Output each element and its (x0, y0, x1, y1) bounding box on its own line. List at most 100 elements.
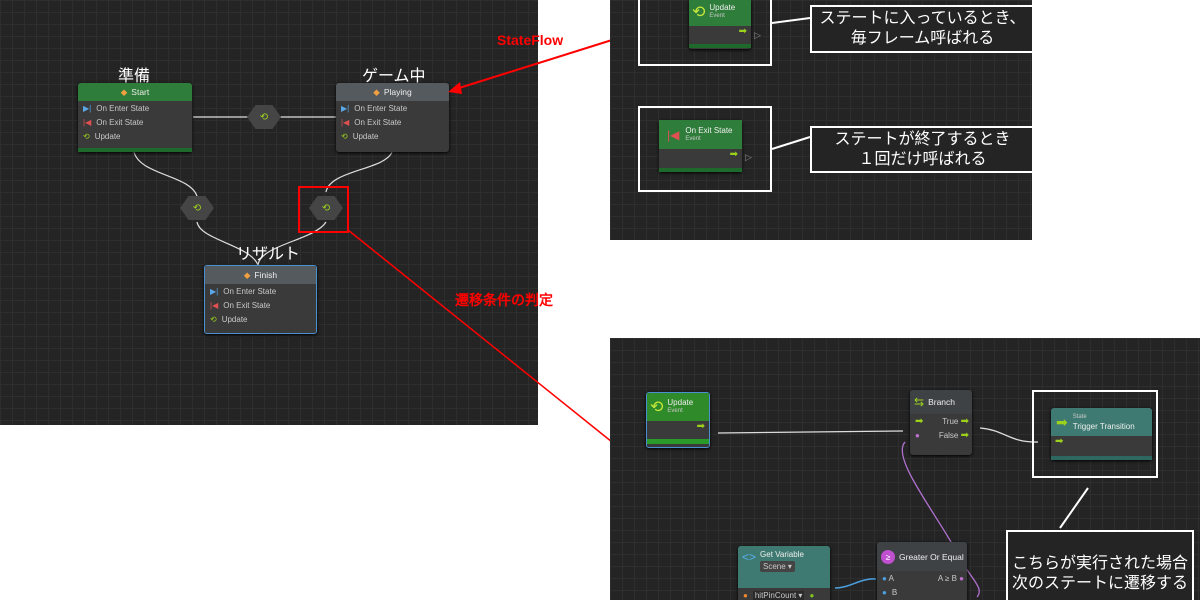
condition-port[interactable]: ● (915, 430, 920, 440)
row-label: Update (94, 131, 121, 141)
variable-name: hitPinCount (754, 590, 797, 600)
node-title: Start (131, 87, 150, 97)
row-label: On Exit State (223, 300, 271, 310)
value-port[interactable]: ● (809, 590, 815, 600)
update-icon: ⟲ (192, 202, 202, 214)
node-title: Playing (383, 87, 412, 97)
enter-icon: ▶| (83, 103, 92, 113)
a-port[interactable]: ● (882, 573, 887, 583)
state-title-start: 準備 (118, 68, 151, 85)
update-icon: ⟲ (321, 202, 331, 214)
flow-in-port[interactable]: ➡ (915, 415, 924, 427)
stateflow-label: StateFlow (497, 32, 564, 48)
node-subtitle: Event (667, 408, 683, 414)
scope-dropdown[interactable]: Scene ▾ (760, 561, 795, 572)
scope-value: Scene (763, 562, 786, 571)
transition-finish-start[interactable]: ⟲ (180, 196, 214, 220)
update-icon: ⟲ (341, 131, 348, 141)
state-graph-panel: 準備 ゲーム中 リザルト ◆Start ▶|On Enter State |◀O… (0, 0, 538, 425)
row-label: Update (221, 314, 248, 324)
flow-out-arrow[interactable]: ▷ (745, 152, 752, 162)
node-title: On Exit State (685, 125, 733, 135)
enter-icon: ▶| (210, 286, 219, 296)
arrow-right-icon: ➡ (1056, 413, 1068, 430)
flow-out-port[interactable]: ➡ (729, 149, 738, 160)
row-label: On Exit State (96, 117, 144, 127)
state-node-start[interactable]: ◆Start ▶|On Enter State |◀On Exit State … (78, 83, 192, 152)
state-node-finish[interactable]: ◆Finish ▶|On Enter State |◀On Exit State… (204, 265, 317, 334)
note-line: こちらが実行された場合 (1011, 555, 1188, 572)
update-highlight-box (638, 0, 772, 66)
node-title: Update (709, 3, 736, 12)
variable-icon: <> (742, 550, 757, 564)
greater-or-equal-node[interactable]: ≥ Greater Or Equal ● A A ≥ B ● ● B (877, 542, 967, 600)
note-line: 毎フレーム呼ばれる (850, 30, 995, 47)
update-icon: ⟲ (692, 4, 706, 21)
row-label: Update (352, 131, 379, 141)
node-title: Greater Or Equal (899, 551, 964, 562)
get-variable-node[interactable]: <> Get Variable Scene ▾ ● hitPinCount ▾ ● (738, 546, 830, 600)
result-port[interactable]: ● (959, 573, 964, 583)
exit-highlight-box (638, 106, 772, 192)
trigger-highlight-box (1032, 390, 1158, 478)
transition-note: こちらが実行された場合次のステートに遷移する (1006, 530, 1194, 600)
node-title: Get Variable (760, 550, 804, 559)
highlight-box (298, 186, 349, 233)
variable-name-field[interactable]: hitPinCount ▾ (752, 590, 805, 600)
false-label: False (938, 430, 959, 440)
callout-lines (771, 17, 811, 150)
row-label: On Enter State (96, 103, 150, 113)
node-subtitle: Event (685, 135, 701, 142)
transition-condition-label: 遷移条件の判定 (455, 292, 553, 308)
row-label: On Enter State (354, 103, 408, 113)
note-line: 次のステートに遷移する (1011, 575, 1188, 592)
compare-icon: ≥ (881, 549, 895, 564)
row-label: On Enter State (223, 286, 277, 296)
note-line: ステートに入っているとき、 (819, 10, 1026, 27)
node-title: Trigger Transition (1072, 422, 1135, 431)
state-node-playing[interactable]: ◆Playing ▶| On Enter State |◀ On Exit Stat… (336, 83, 449, 152)
branch-icon: ⇆ (914, 395, 925, 409)
flow-out-port[interactable]: ➡ (738, 26, 747, 37)
state-icon: ◆ (120, 86, 128, 97)
a-label: A (888, 573, 894, 583)
name-port[interactable]: ● (743, 590, 748, 600)
node-title: Finish (254, 270, 278, 280)
update-note: ステートに入っているとき、毎フレーム呼ばれる (810, 5, 1032, 53)
flow-out-arrow[interactable]: ▷ (754, 30, 761, 40)
flow-in-port[interactable]: ➡ (1055, 436, 1064, 447)
result-label: A ≥ B (937, 573, 957, 583)
node-subtitle: Event (709, 13, 725, 19)
exit-icon: |◀ (341, 117, 350, 127)
state-icon: ◆ (373, 86, 380, 97)
state-icon: ◆ (243, 269, 251, 280)
note-line: １回だけ呼ばれる (858, 151, 987, 168)
true-port[interactable]: ➡ (960, 415, 969, 427)
node-title: Branch (928, 397, 955, 407)
node-category: State (1072, 414, 1087, 420)
false-port[interactable]: ➡ (960, 429, 969, 441)
flow-out-port[interactable]: ➡ (696, 421, 705, 432)
update-icon: ⟲ (259, 111, 269, 123)
exit-icon: |◀ (83, 117, 92, 127)
state-title-finish: リザルト (236, 246, 301, 263)
b-label: B (891, 587, 898, 597)
exit-icon: |◀ (667, 127, 680, 142)
state-title-playing: ゲーム中 (362, 68, 426, 85)
branch-node[interactable]: ⇆Branch ➡True ➡ ●False ➡ (910, 390, 972, 455)
b-port[interactable]: ● (882, 587, 887, 597)
update-icon: ⟲ (83, 131, 90, 141)
enter-icon: ▶| (341, 103, 350, 113)
true-label: True (942, 416, 959, 426)
row-label: On Exit State (354, 117, 402, 127)
update-icon: ⟲ (650, 399, 664, 416)
node-title: Update (667, 398, 694, 407)
